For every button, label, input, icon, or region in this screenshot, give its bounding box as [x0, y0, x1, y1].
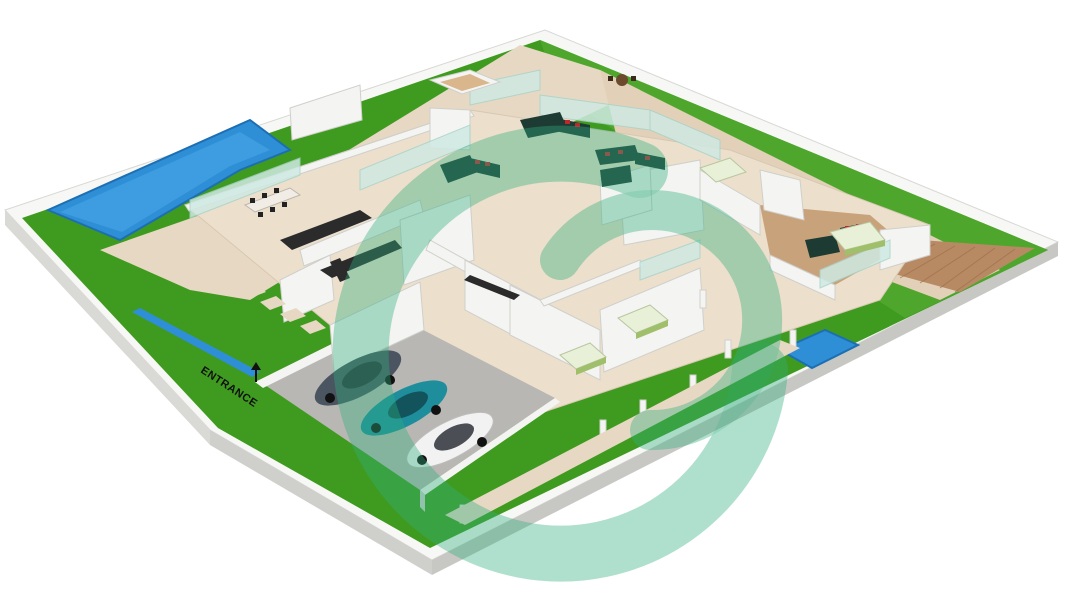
plunge-pool-right: [777, 328, 861, 370]
glass-balustrades: [189, 69, 891, 289]
bedroom-bed-1: [617, 304, 669, 339]
living-sofas: [440, 112, 872, 258]
bedroom-bed-2: [559, 342, 607, 375]
outdoor-seating: [428, 69, 636, 95]
entrance-arrow-icon: [251, 362, 261, 382]
stepping-stones: [220, 272, 326, 334]
bedroom-bed-3: [699, 157, 747, 183]
master-bed: [829, 221, 886, 256]
kitchen-counters: [280, 210, 520, 300]
car-teal: [360, 380, 448, 436]
car-dark-grey: [314, 350, 402, 406]
dining-table: [243, 187, 302, 217]
watermark-logo: [332, 125, 788, 582]
car-white: [406, 411, 494, 469]
swimming-pool-main: [45, 118, 293, 242]
side-footway: [445, 340, 800, 525]
water-channel: [132, 308, 260, 377]
